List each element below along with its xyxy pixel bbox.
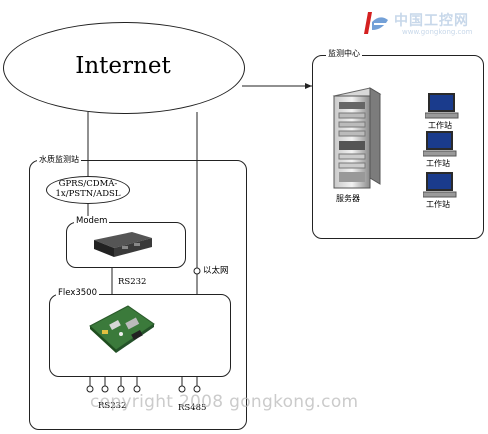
network-box-line1: GPRS/CDMA- xyxy=(58,179,118,189)
copyright-watermark: copyright 2008 gongkong.com xyxy=(90,392,359,412)
water-station-title: 水质监测站 xyxy=(37,155,81,165)
ethernet-label: 以太网 xyxy=(203,266,229,276)
logo-url-text: www.gongkong.com xyxy=(402,28,473,36)
bottom-rs485-label: RS485 xyxy=(178,403,207,413)
water-station-box xyxy=(29,160,247,430)
workstation-2-icon xyxy=(423,131,457,157)
bottom-rs232-label: RS232 xyxy=(98,401,127,411)
workstation-3-label: 工作站 xyxy=(426,200,450,209)
internet-label: Internet xyxy=(75,53,171,79)
monitoring-center-box xyxy=(312,55,484,239)
internet-cloud xyxy=(3,22,245,114)
workstation-1-label: 工作站 xyxy=(428,121,452,130)
flex3500-board-icon xyxy=(89,305,155,353)
server-icon xyxy=(332,87,382,189)
modem-device-icon xyxy=(94,232,152,257)
workstation-3-icon xyxy=(423,172,457,198)
logo-mark-icon xyxy=(364,12,388,34)
workstation-1-icon xyxy=(425,93,459,119)
rs232-link-label: RS232 xyxy=(118,277,147,287)
modem-label: Modem xyxy=(74,216,110,226)
flex3500-label: Flex3500 xyxy=(56,288,99,298)
logo-cn-text: 中国工控网 xyxy=(394,13,469,29)
arrow-head xyxy=(305,83,312,89)
network-box-line2: 1x/PSTN/ADSL xyxy=(55,189,121,199)
monitoring-center-title: 监测中心 xyxy=(326,49,362,59)
network-box xyxy=(46,176,130,204)
server-label: 服务器 xyxy=(336,194,360,203)
workstation-2-label: 工作站 xyxy=(426,159,450,168)
gongkong-logo[interactable]: 中国工控网 www.gongkong.com xyxy=(358,8,486,38)
